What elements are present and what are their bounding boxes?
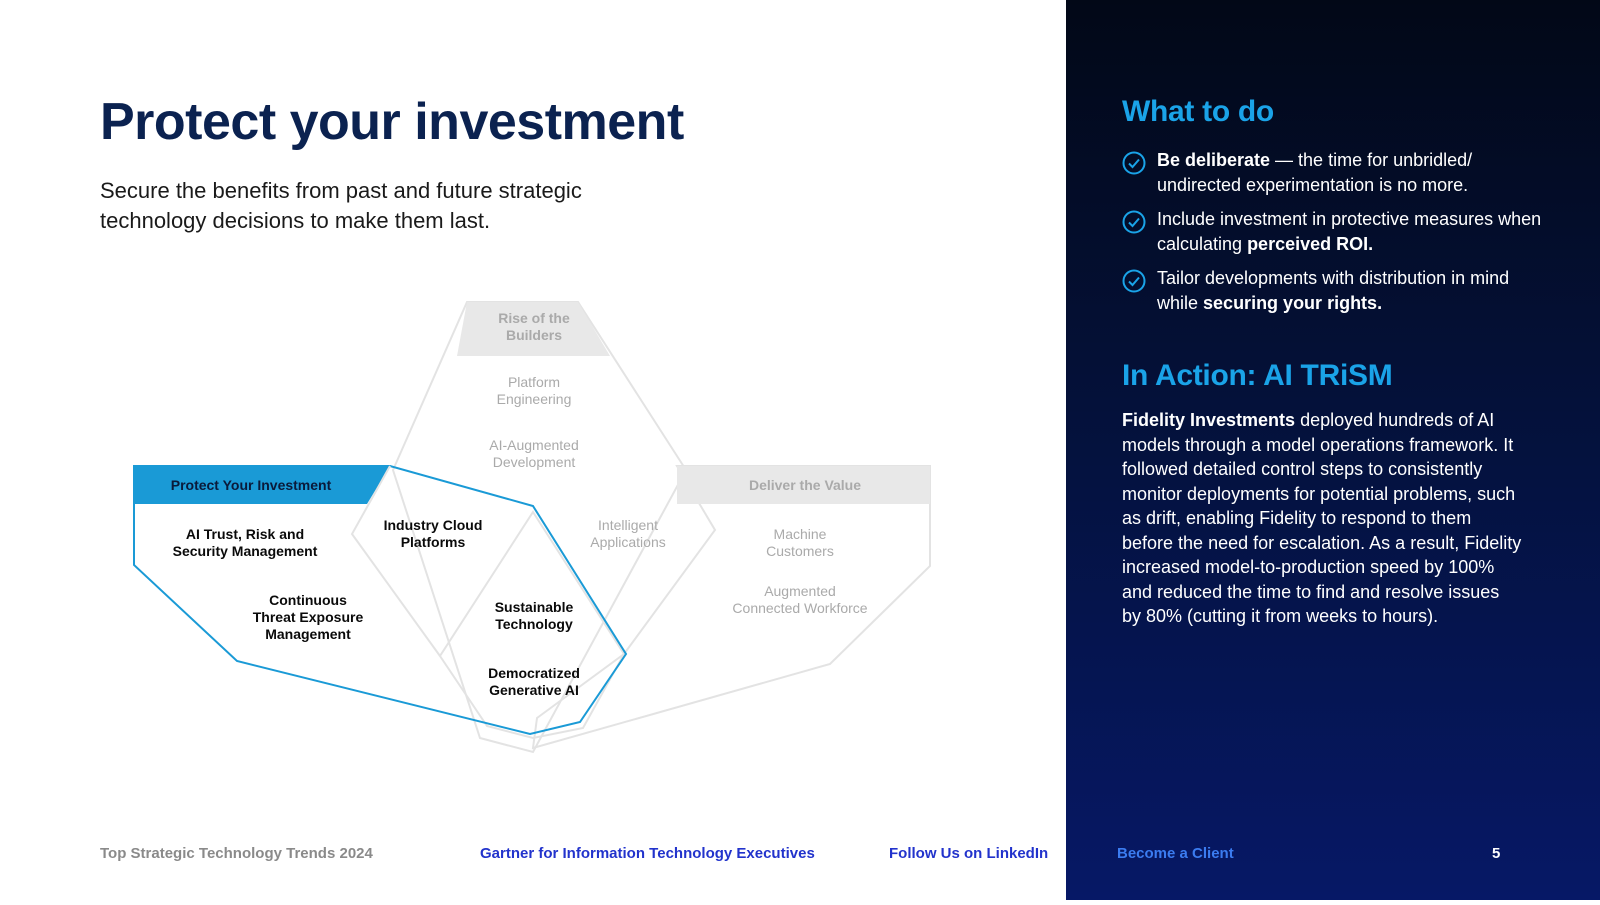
footer-report-name: Top Strategic Technology Trends 2024	[100, 845, 373, 862]
platform-engineering-label-2: Engineering	[497, 391, 572, 407]
protect-outline	[133, 465, 628, 736]
what-to-do-item: Tailor developments with distribution in…	[1122, 266, 1542, 315]
ai-trism-label: AI Trust, Risk and	[186, 526, 304, 542]
connected-workforce-label: Augmented	[764, 583, 836, 599]
in-action-text: Fidelity Investments deployed hundreds o…	[1122, 408, 1522, 629]
platform-engineering-label: Platform	[508, 374, 560, 390]
todo-item-1-text: — the time for unbridled/ undirected exp…	[1157, 150, 1473, 195]
protect-header: Protect Your Investment	[171, 477, 332, 493]
intelligent-apps-label-2: Applications	[590, 534, 666, 550]
in-action-company: Fidelity Investments	[1122, 410, 1296, 430]
builders-header-2: Builders	[506, 327, 562, 343]
ctem-label-3: Management	[265, 626, 351, 642]
ctem-label: Continuous	[269, 592, 347, 608]
footer-gartner-link[interactable]: Gartner for Information Technology Execu…	[480, 845, 815, 862]
page-subtitle: Secure the benefits from past and future…	[100, 178, 582, 233]
what-to-do-item: Include investment in protective measure…	[1122, 207, 1542, 256]
todo-item-3-bold: securing your rights.	[1203, 292, 1383, 313]
in-action-heading: In Action: AI TRiSM	[1122, 359, 1393, 392]
what-to-do-list: Be deliberate — the time for unbridled/ …	[1122, 148, 1542, 325]
page-number: 5	[1492, 845, 1501, 862]
trend-diagram: Rise of the Builders Protect Your Invest…	[133, 301, 931, 754]
ctem-label-2: Threat Exposure	[253, 609, 364, 625]
democratized-genai-label: Democratized	[488, 665, 580, 681]
check-circle-icon	[1122, 269, 1146, 293]
ai-trism-label-2: Security Management	[173, 543, 318, 559]
ai-augmented-dev-label-2: Development	[493, 454, 576, 470]
deliver-header-band	[677, 466, 930, 504]
builders-header-band	[457, 302, 610, 356]
what-to-do-heading: What to do	[1122, 95, 1274, 128]
connected-workforce-label-2: Connected Workforce	[732, 600, 867, 616]
footer-become-client-link[interactable]: Become a Client	[1117, 845, 1234, 862]
sidebar-panel	[1066, 0, 1600, 900]
machine-customers-label: Machine	[774, 526, 827, 542]
deliver-header: Deliver the Value	[749, 477, 861, 493]
protect-header-band	[134, 466, 390, 504]
check-circle-icon	[1122, 210, 1146, 234]
industry-cloud-label: Industry Cloud	[384, 517, 483, 533]
todo-item-3-text: Tailor developments with distribution in…	[1157, 268, 1510, 313]
industry-cloud-label-2: Platforms	[401, 534, 466, 550]
democratized-genai-label-2: Generative AI	[489, 682, 579, 698]
machine-customers-label-2: Customers	[766, 543, 834, 559]
sustainable-tech-label-2: Technology	[495, 616, 573, 632]
todo-item-1-bold: Be deliberate	[1157, 150, 1271, 170]
builders-header: Rise of the	[498, 310, 570, 326]
footer-linkedin-link[interactable]: Follow Us on LinkedIn	[889, 845, 1049, 862]
todo-item-2-text: Include investment in protective measure…	[1157, 209, 1542, 254]
page-title: Protect your investment	[100, 93, 684, 151]
what-to-do-item: Be deliberate — the time for unbridled/ …	[1122, 148, 1542, 197]
check-circle-icon	[1122, 151, 1146, 175]
sustainable-tech-label: Sustainable	[495, 599, 574, 615]
ai-augmented-dev-label: AI-Augmented	[489, 437, 579, 453]
industry-cloud-boundary	[350, 465, 441, 657]
intelligent-apps-label: Intelligent	[598, 517, 658, 533]
in-action-body: deployed hundreds of AI models through a…	[1122, 410, 1522, 626]
content-area: Protect your investment Secure the benef…	[100, 93, 1049, 862]
todo-item-2-bold: perceived ROI.	[1247, 233, 1374, 254]
